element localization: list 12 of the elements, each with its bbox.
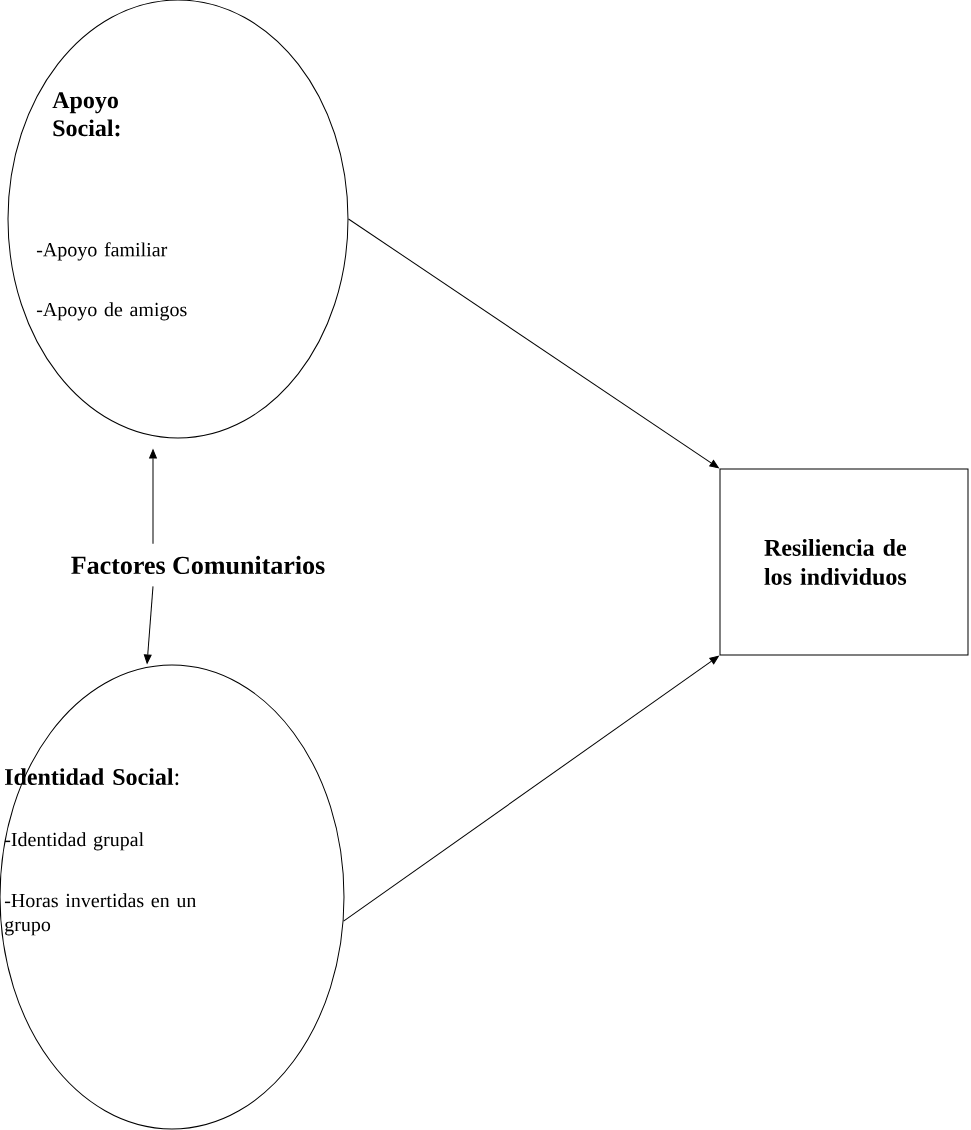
- arrow: [343, 655, 719, 922]
- arrow: [143, 585, 154, 664]
- list-item: -Apoyo familiar: [36, 242, 168, 261]
- heading: Identidad Social:: [5, 768, 179, 786]
- process-box: Resiliencia de los individuos: [719, 468, 969, 656]
- list-item: -Apoyo de amigos: [36, 302, 187, 321]
- list-item: -Horas invertidas en un grupo: [4, 893, 197, 936]
- list-item: -Identidad grupal: [4, 832, 144, 851]
- arrow: [149, 449, 157, 545]
- label-text: Factores Comunitarios: [71, 555, 325, 575]
- arrow: [348, 218, 719, 469]
- heading: Apoyo Social:: [52, 92, 120, 137]
